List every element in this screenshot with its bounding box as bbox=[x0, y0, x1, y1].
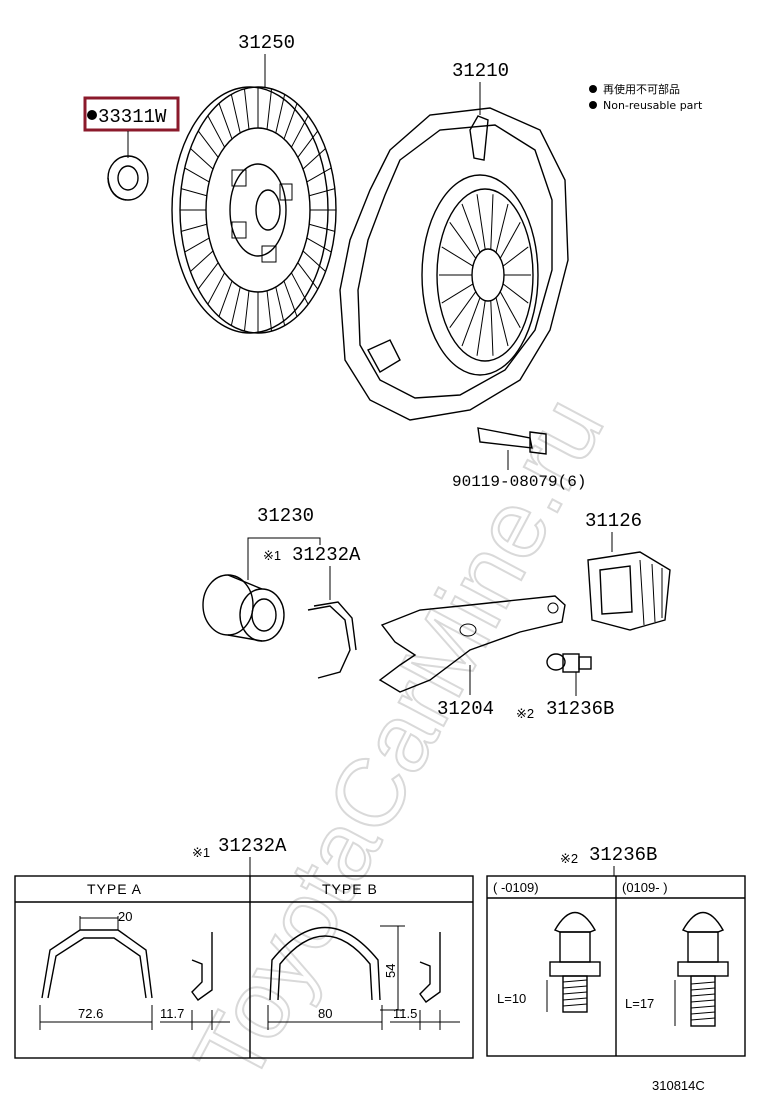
note-mark: ※1 bbox=[263, 548, 281, 563]
svg-text:54: 54 bbox=[383, 964, 398, 978]
non-reusable-dot-icon bbox=[87, 110, 97, 120]
clip-type-a: 20 72.6 11.7 bbox=[39, 909, 230, 1030]
part-31250[interactable]: 31250 bbox=[171, 32, 337, 334]
note-mark: ※2 bbox=[516, 706, 534, 721]
type-a-header: TYPE A bbox=[87, 881, 142, 897]
pivot-long: L=17 bbox=[625, 912, 729, 1027]
note-mark: ※1 bbox=[192, 845, 210, 860]
legend: 再使用不可部品 Non-reusable part bbox=[589, 82, 703, 112]
pivot-col-2: (0109- ) bbox=[622, 880, 668, 895]
svg-text:80: 80 bbox=[318, 1006, 332, 1021]
note-mark: ※2 bbox=[560, 851, 578, 866]
part-31126[interactable]: 31126 bbox=[585, 510, 671, 631]
detail-part-number: 31232A bbox=[218, 835, 287, 857]
svg-text:L=17: L=17 bbox=[625, 996, 654, 1011]
svg-text:11.7: 11.7 bbox=[160, 1006, 184, 1021]
part-33311W[interactable]: 33311W bbox=[83, 96, 180, 201]
non-reusable-dot-icon bbox=[589, 85, 597, 93]
part-90119-08079[interactable]: 90119-08079(6) bbox=[452, 427, 586, 491]
part-31210[interactable]: 31210 bbox=[339, 60, 569, 421]
part-31236B[interactable]: ※2 31236B bbox=[516, 653, 614, 721]
part-number-label: 33311W bbox=[98, 106, 167, 128]
svg-text:11.5: 11.5 bbox=[393, 1006, 417, 1021]
legend-en: Non-reusable part bbox=[603, 99, 703, 112]
detail-31232A: ※1 31232A TYPE A TYPE B 20 72.6 11.7 bbox=[14, 835, 474, 1059]
part-number-label: 31250 bbox=[238, 32, 295, 54]
detail-part-number: 31236B bbox=[589, 844, 657, 866]
non-reusable-dot-icon bbox=[589, 101, 597, 109]
type-b-header: TYPE B bbox=[322, 881, 378, 897]
svg-text:L=10: L=10 bbox=[497, 991, 526, 1006]
figure-id: 310814C bbox=[652, 1078, 705, 1093]
detail-31236B: ※2 31236B ( -0109) (0109- ) L=10 L=17 bbox=[486, 844, 746, 1057]
part-number-label: 31126 bbox=[585, 510, 642, 532]
svg-text:72.6: 72.6 bbox=[78, 1006, 103, 1021]
part-number-label: 31232A bbox=[292, 544, 361, 566]
part-number-label: 31204 bbox=[437, 698, 494, 720]
part-31230[interactable]: 31230 bbox=[202, 505, 321, 642]
clip-type-b: 54 80 11.5 bbox=[267, 925, 460, 1030]
part-number-label: 31236B bbox=[546, 698, 614, 720]
svg-text:20: 20 bbox=[118, 909, 132, 924]
legend-jp: 再使用不可部品 bbox=[603, 82, 680, 96]
pivot-col-1: ( -0109) bbox=[493, 880, 539, 895]
highlight-box bbox=[83, 96, 180, 132]
pivot-short: L=10 bbox=[497, 912, 601, 1013]
part-number-label: 90119-08079(6) bbox=[452, 473, 586, 491]
part-number-label: 31230 bbox=[257, 505, 314, 527]
part-number-label: 31210 bbox=[452, 60, 509, 82]
part-31204[interactable]: 31204 bbox=[378, 595, 566, 720]
part-31232A[interactable]: ※1 31232A bbox=[263, 544, 361, 679]
